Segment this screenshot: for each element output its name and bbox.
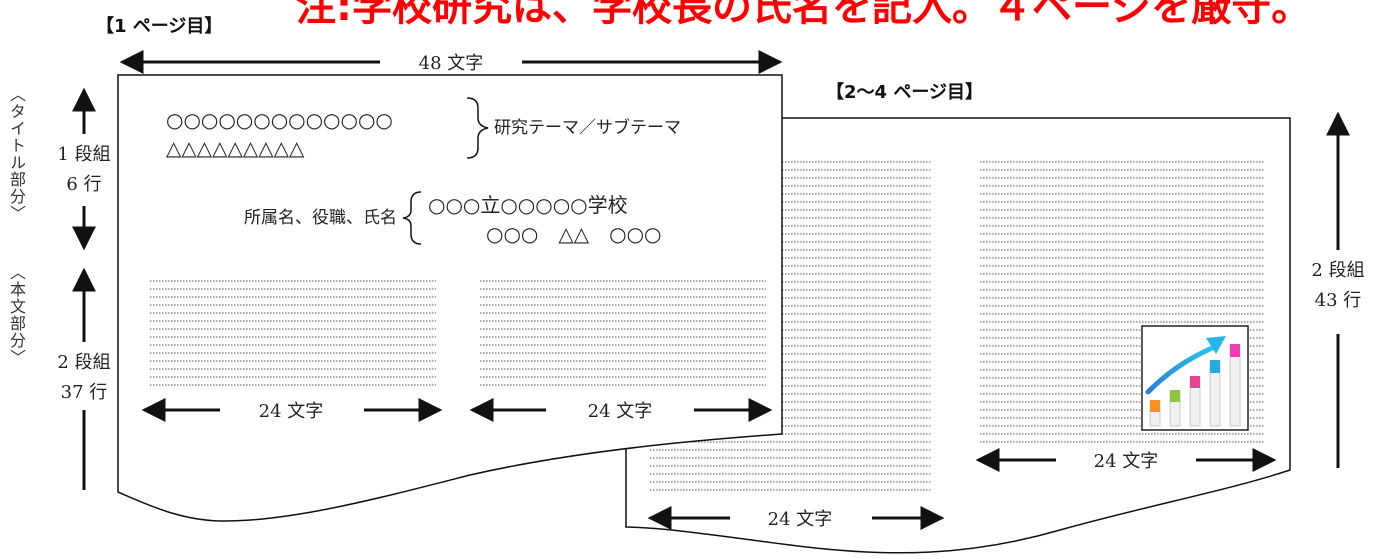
title-circles: ○○○○○○○○○○○○○ <box>166 108 393 132</box>
title-section-columns: 1 段組 <box>57 144 110 165</box>
body-section-rows: 37 行 <box>61 382 108 403</box>
page2-col-left-label: 24 文字 <box>768 509 833 530</box>
page1-right-column-lines <box>480 280 766 386</box>
notice-text: 注:学校研究は、学校長の氏名を記入。４ページを厳守。 <box>296 0 1312 30</box>
page1-width-label: 48 文字 <box>419 53 484 74</box>
body-section-label: 〈本文部分〉 <box>7 264 26 366</box>
title-brace-label: 研究テーマ／サブテーマ <box>494 117 681 138</box>
school-line: ○○○立○○○○○学校 <box>428 193 628 217</box>
page2-rows: 43 行 <box>1315 290 1362 311</box>
page1-sheet <box>117 74 783 522</box>
title-brace <box>466 97 489 159</box>
page2-heading: 【2〜4 ページ目】 <box>826 82 983 103</box>
page2-sheet <box>625 117 1291 554</box>
page1-col-right-label: 24 文字 <box>588 401 653 422</box>
growth-bar-chart-icon <box>1141 325 1249 431</box>
page1-heading: 【1 ページ目】 <box>96 16 223 37</box>
affiliation-brace-label: 所属名、役職、氏名 <box>244 208 397 228</box>
page2-left-column-lines <box>650 161 932 491</box>
page2-right-column-lines <box>980 161 1264 443</box>
title-section-label: 〈タイトル部分〉 <box>7 86 26 222</box>
page2-columns: 2 段組 <box>1311 260 1364 281</box>
title-section-rows: 6 行 <box>66 174 101 195</box>
name-line: ○○○ △△ ○○○ <box>486 222 661 246</box>
page2-col-right-label: 24 文字 <box>1094 451 1159 472</box>
page1-col-left-label: 24 文字 <box>259 401 324 422</box>
affiliation-brace <box>402 191 422 245</box>
subtitle-triangles: △△△△△△△△△ <box>166 136 305 160</box>
page1-left-column-lines <box>150 280 436 386</box>
body-section-columns: 2 段組 <box>57 352 110 373</box>
